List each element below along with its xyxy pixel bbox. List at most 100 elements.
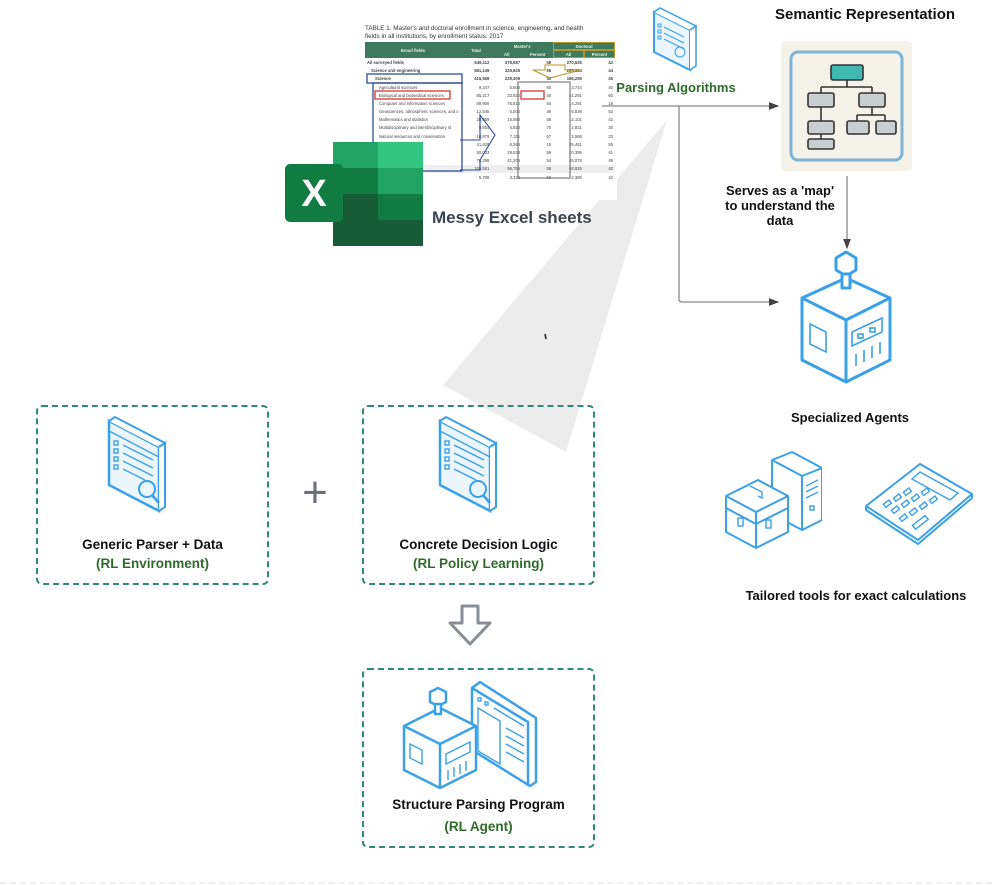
table-row: 50,033 29,638 59 20,395 41	[365, 148, 615, 156]
bottom-divider	[0, 882, 992, 884]
header-doctoral: Doctoral	[553, 42, 615, 51]
cell-total: 581,149	[474, 68, 490, 74]
cell-d-all: 255,224	[566, 68, 582, 74]
cell-label: Mathematics and statistics	[379, 117, 429, 123]
cell-total: 5,708	[478, 174, 490, 180]
cell-m-all: 325,925	[504, 68, 521, 74]
cell-label: All surveyed fields	[367, 59, 405, 65]
header-doctoral-all: All	[553, 50, 584, 59]
cell-d-pct: 42	[608, 174, 613, 180]
calculator-icon	[865, 463, 973, 545]
cell-total: 41,829	[476, 141, 490, 147]
cell-total: 12,545	[476, 109, 490, 115]
header-masters-percent: Percent	[522, 50, 554, 59]
decision-logic-document-icon	[438, 415, 498, 514]
annotation-line-3: data	[766, 213, 794, 228]
cell-d-pct: 44	[608, 68, 613, 74]
cell-d-all: 2,386	[571, 174, 582, 180]
parsing-algorithms-label: Parsing Algorithms	[616, 80, 736, 95]
cell-m-pct: 59	[546, 150, 552, 156]
cell-d-all: 51,291	[569, 92, 582, 98]
cell-total: 76,286	[476, 158, 490, 164]
policy-subtitle: (RL Policy Learning)	[412, 556, 545, 571]
cell-m-all: 7,311	[509, 133, 521, 139]
table-row: Science and engineering 581,149 325,925 56 2…	[365, 67, 615, 75]
bio-value-highlight	[520, 90, 545, 100]
cell-d-all: 186,259	[566, 76, 582, 82]
cell-m-pct: 58	[522, 164, 554, 173]
cell-d-pct: 41	[608, 150, 613, 156]
cell-d-all: 35,078	[569, 158, 582, 164]
cursor-mark	[544, 333, 547, 340]
cell-total: 9,854	[478, 125, 490, 131]
cell-m-all: 33,926	[507, 92, 521, 98]
cell-d-pct: 42	[608, 59, 613, 65]
table-row: Geosciences, atmospheric sciences, and o…	[365, 108, 615, 116]
cell-m-all: 6,923	[509, 125, 521, 131]
cell-d-pct: 40	[608, 84, 613, 90]
cell-d-all: 2,931	[571, 125, 582, 131]
parsing-program-icon	[402, 680, 538, 790]
cell-m-all: 229,309	[504, 76, 521, 82]
rl-policy-box	[362, 405, 595, 585]
cell-d-pct: 16	[608, 100, 613, 106]
cell-d-all: 35,461	[569, 141, 582, 147]
cell-m-all: 3,322	[509, 174, 521, 180]
cell-d-pct: 42	[583, 164, 615, 173]
specialized-agents-title: Specialized Agents	[791, 410, 909, 425]
generic-parser-document-icon	[107, 415, 167, 514]
semantic-title: Semantic Representation	[774, 6, 956, 23]
env-title: Generic Parser + Data	[82, 537, 223, 552]
cell-m-all: 96,756	[491, 164, 523, 173]
cell-m-pct: 56	[546, 68, 552, 74]
doctoral-values-highlight	[517, 81, 571, 179]
cell-d-pct: 30	[608, 125, 613, 131]
env-subtitle: (RL Environment)	[95, 556, 209, 571]
cell-d-pct: 46	[608, 158, 613, 164]
cell-d-pct: 45	[608, 76, 613, 82]
cell-total: 50,033	[476, 150, 490, 156]
header-masters-all: All	[491, 50, 523, 59]
cell-total: 85,217	[476, 92, 490, 98]
cell-d-all: 20,395	[569, 150, 582, 156]
annotation-line-1: Serves as a 'map'	[725, 183, 835, 198]
cell-label: Science and engineering	[371, 68, 421, 74]
table-row: Multidisciplinary and interdisciplinary …	[365, 124, 615, 132]
plus-operator: +	[302, 468, 328, 517]
cell-m-pct: 58	[546, 117, 552, 123]
down-arrow-icon	[448, 604, 492, 646]
cell-d-pct: 33	[608, 133, 613, 139]
excel-logo-icon: X	[285, 142, 423, 246]
cell-d-pct: 52	[608, 109, 613, 115]
cell-d-all: 68,825	[553, 164, 584, 173]
toolbox-server-icon	[725, 451, 822, 549]
cell-label: Multidisciplinary and interdisciplinary …	[379, 125, 452, 131]
cell-m-all: 6,006	[509, 109, 521, 115]
header-broad-fields: Broad fields	[365, 42, 461, 59]
cell-d-pct: 85	[608, 141, 613, 147]
table-title-line1: TABLE 1. Master's and doctoral enrollmen…	[365, 25, 584, 32]
cell-total: 9,347	[478, 84, 490, 90]
cell-m-pct: 54	[546, 158, 552, 164]
cell-total: 89,906	[476, 100, 490, 106]
header-total: Total	[460, 42, 492, 59]
svg-text:X: X	[301, 173, 327, 215]
parsing-document-icon	[653, 7, 698, 72]
agent-subtitle: (RL Agent)	[444, 819, 513, 834]
cell-total: 415,568	[474, 76, 490, 82]
cell-d-all: 12,101	[569, 117, 582, 123]
cell-d-all: 270,525	[566, 59, 582, 65]
agent-factory-icon	[800, 250, 892, 384]
bio-row-highlight	[374, 90, 451, 100]
cell-m-all: 29,638	[507, 150, 521, 156]
cell-d-all: 14,291	[569, 100, 582, 106]
cell-m-all: 5,603	[509, 84, 521, 90]
rl-environment-box	[36, 405, 269, 585]
cell-label: Computer and information sciences	[379, 100, 445, 106]
